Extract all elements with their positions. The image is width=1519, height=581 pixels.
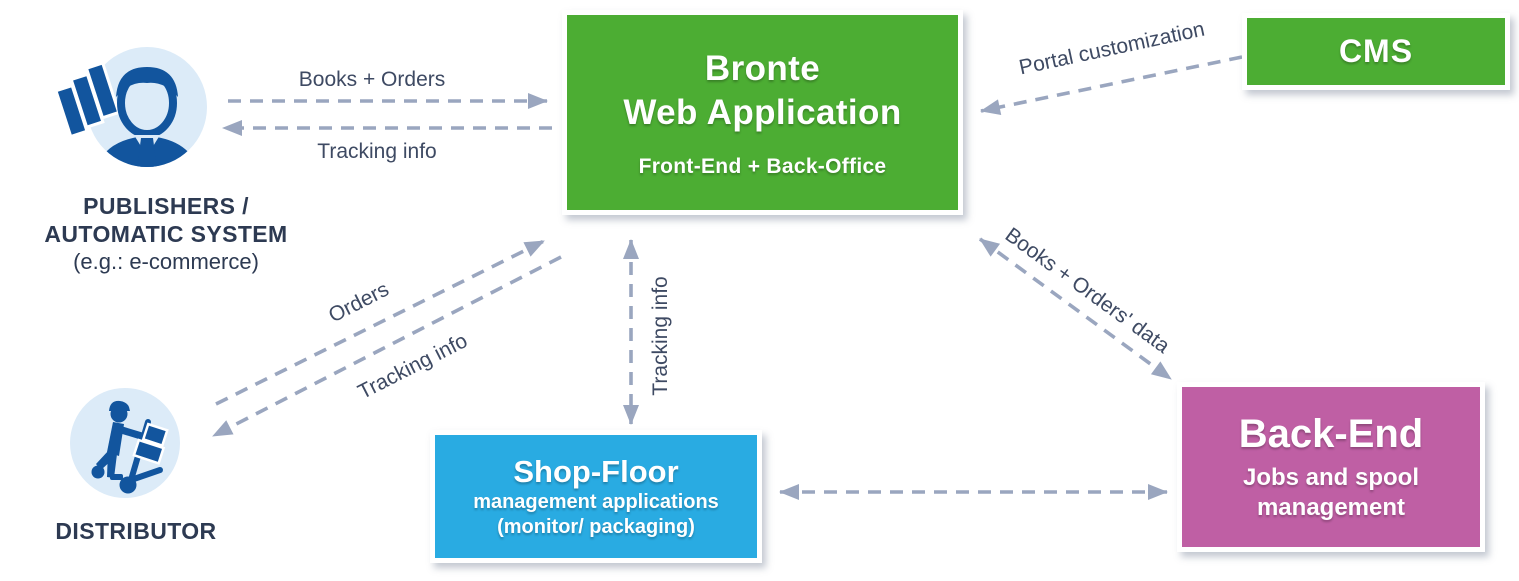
node-bronte-web-application: Bronte Web Application Front-End + Back-… <box>562 10 963 215</box>
edge-label-tracking-info-publishers: Tracking info <box>317 140 437 163</box>
publishers-label-line2: AUTOMATIC SYSTEM <box>44 221 288 247</box>
bronte-title-line2: Web Application <box>623 92 902 132</box>
shopfloor-desc2: (monitor/ packaging) <box>497 515 695 538</box>
backend-desc: Jobs and spool management <box>1243 463 1419 523</box>
node-back-end: Back-End Jobs and spool management <box>1177 382 1485 552</box>
bronte-subtitle: Front-End + Back-Office <box>638 154 887 178</box>
books-icon <box>54 61 121 139</box>
node-shop-floor: Shop-Floor management applications (moni… <box>430 430 762 563</box>
bronte-title-line1: Bronte <box>704 48 821 88</box>
arrow-tracking-info-distributor <box>212 255 562 438</box>
backend-title: Back-End <box>1238 412 1424 456</box>
person-with-books-icon <box>54 47 207 167</box>
hand-truck-person-icon <box>70 388 180 498</box>
delivery-person-icon <box>91 400 144 480</box>
node-cms: CMS <box>1242 13 1510 90</box>
publishers-label: PUBLISHERS / AUTOMATIC SYSTEM (e.g.: e-c… <box>6 192 326 276</box>
shopfloor-title: Shop-Floor <box>513 453 679 489</box>
arrow-books-orders-data <box>978 237 1173 381</box>
arrow-portal-customization <box>980 55 1243 115</box>
backend-desc-line1: Jobs and spool <box>1242 464 1419 491</box>
hand-truck-icon <box>119 419 169 494</box>
backend-desc-line2: management <box>1256 494 1406 521</box>
publishers-label-line1: PUBLISHERS / <box>83 193 249 219</box>
edge-label-tracking-info-shopfloor: Tracking info <box>649 276 672 396</box>
publishers-circle-background <box>87 47 207 167</box>
publishers-label-line3: (e.g.: e-commerce) <box>73 249 259 274</box>
cms-title: CMS <box>1338 33 1414 69</box>
bronte-title: Bronte Web Application <box>623 47 901 135</box>
distributor-label: DISTRIBUTOR <box>55 518 217 544</box>
arrow-orders <box>215 239 545 406</box>
edge-label-books-orders: Books + Orders <box>298 68 446 91</box>
shopfloor-desc1: management applications <box>473 490 719 513</box>
